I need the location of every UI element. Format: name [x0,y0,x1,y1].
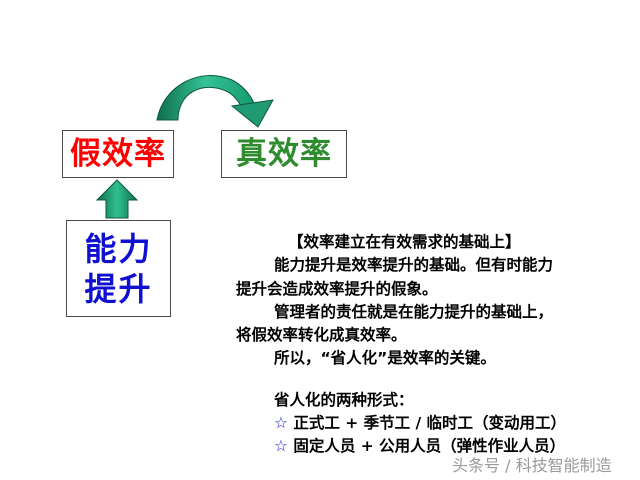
paragraph-3: 所以，“省人化”是效率的关键。 [274,349,496,368]
form-item-2: ☆ 固定人员 + 公用人员（弹性作业人员） [236,435,636,458]
star-icon: ☆ [274,414,288,433]
form-item-1-text: 正式工 + 季节工 / 临时工（变动用工） [293,414,567,433]
ability-label-line1: 能力 [84,229,153,268]
form-item-2-text: 固定人员 + 公用人员（弹性作业人员） [293,437,566,456]
watermark: 头条号 / 科技智能制造 [452,456,612,475]
fake-efficiency-box: 假效率 [62,130,174,178]
text-title: 【效率建立在有效需求的基础上】 [288,233,521,251]
ability-improvement-box: 能力 提升 [66,220,171,317]
explanation-text: 【效率建立在有效需求的基础上】 能力提升是效率提升的基础。但有时能力 提升会造成… [236,231,636,459]
paragraph-2-line-1: 管理者的责任就是在能力提升的基础上， [274,302,554,321]
forms-title: 省人化的两种形式： [274,390,414,409]
fake-efficiency-label: 假效率 [70,135,166,172]
paragraph-1-line-1: 能力提升是效率提升的基础。但有时能力 [274,256,554,275]
paragraph-2-line-2: 将假效率转化成真效率。 [236,326,407,345]
spacer [236,371,636,389]
form-item-1: ☆ 正式工 + 季节工 / 临时工（变动用工） [236,412,636,435]
paragraph-1-line-2: 提升会造成效率提升的假象。 [236,279,438,298]
star-icon: ☆ [274,437,288,456]
ability-label-line2: 提升 [84,269,153,308]
real-efficiency-box: 真效率 [221,130,347,178]
real-efficiency-label: 真效率 [236,135,332,172]
